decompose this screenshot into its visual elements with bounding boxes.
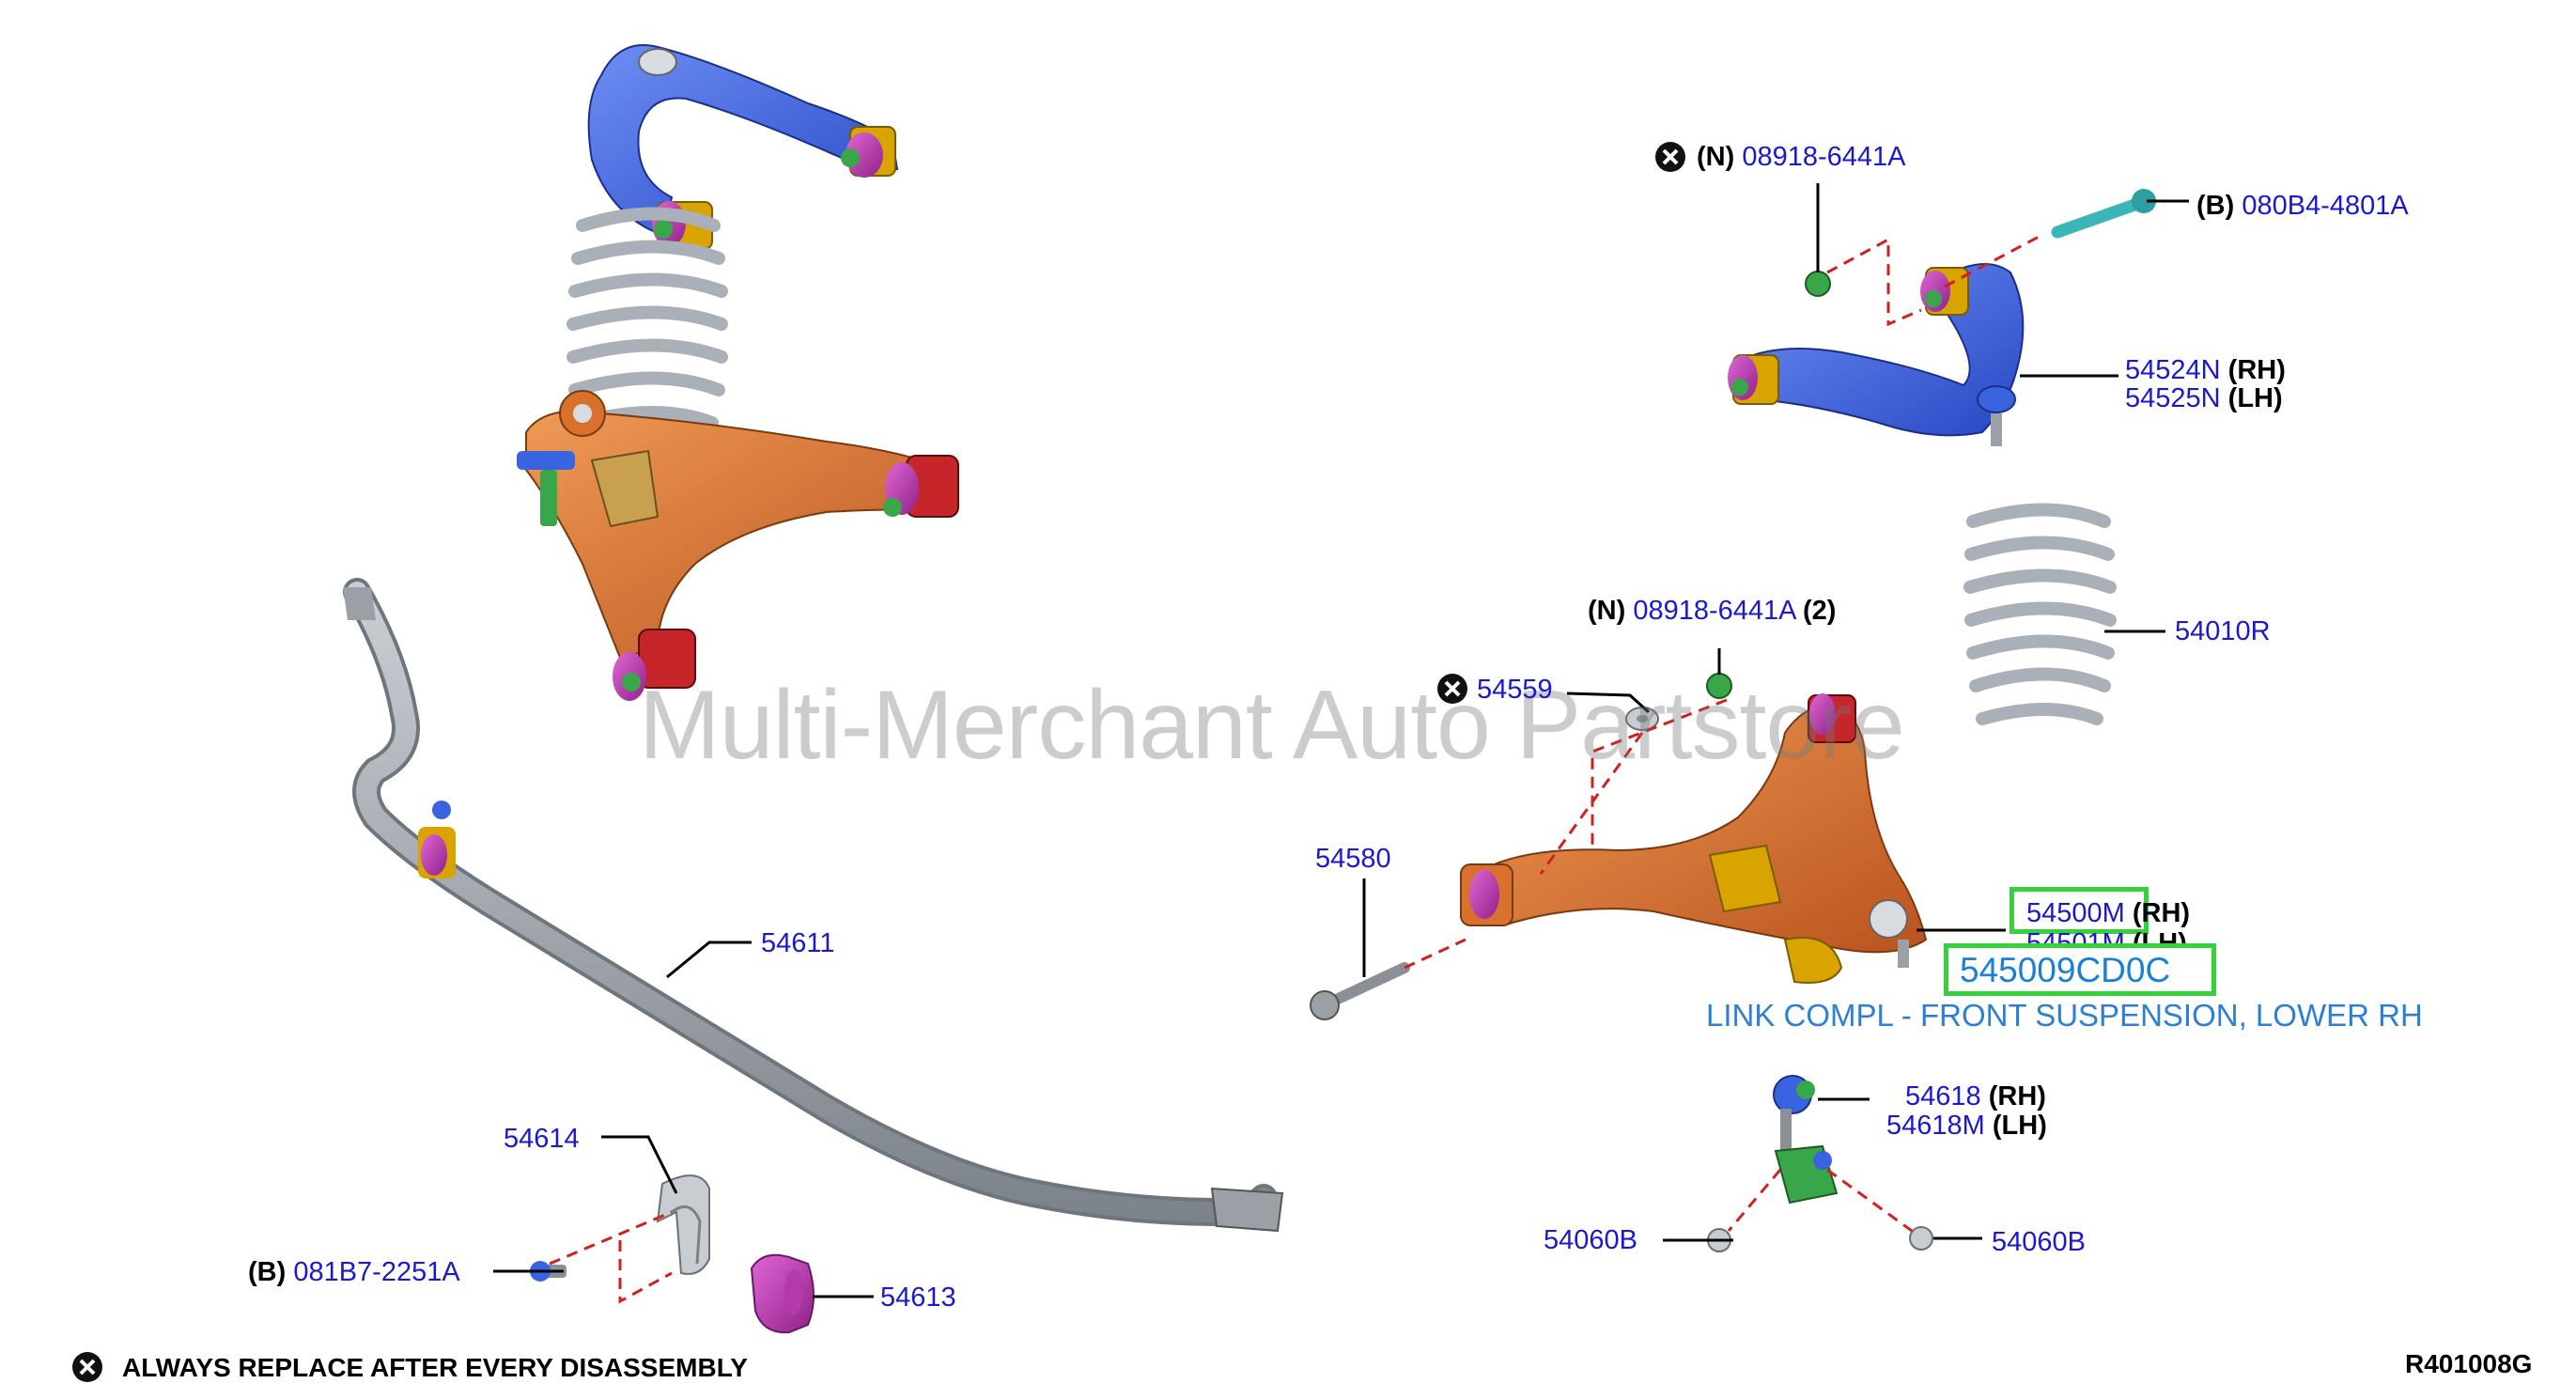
- stab-link-rh-side: (RH): [1988, 1081, 2046, 1111]
- lower-arm-rh-label[interactable]: 54500M (RH): [2026, 900, 2190, 927]
- stab-link-lh-label[interactable]: 54618M (LH): [1886, 1112, 2047, 1140]
- lower-nut-part-number[interactable]: 08918-6441A: [1633, 596, 1795, 626]
- upper-nut-code: (N): [1697, 142, 1735, 172]
- leader-lines: [493, 183, 2189, 1298]
- stabilizer-bar-part-number[interactable]: 54611: [761, 928, 835, 958]
- lower-control-arm-drawing: [1460, 693, 1928, 984]
- coil-spring-drawing: [1963, 503, 2117, 725]
- washer-part-number[interactable]: 54559: [1477, 675, 1553, 705]
- stab-nut-left-label[interactable]: 54060B: [1544, 1227, 1637, 1254]
- highlight-box-54500m: [2010, 887, 2149, 934]
- stab-nut-left-part-number[interactable]: 54060B: [1544, 1225, 1637, 1255]
- stab-link-rh-part-number[interactable]: 54618: [1905, 1081, 1981, 1111]
- stab-link-lh-side: (LH): [1992, 1111, 2047, 1141]
- clamp-bolt-label[interactable]: (B) 081B7-2251A: [248, 1259, 460, 1286]
- upper-arm-rh-part-number[interactable]: 54524N: [2125, 355, 2221, 385]
- upper-control-arm-drawing: [1728, 263, 2025, 446]
- clamp-label[interactable]: 54614: [504, 1126, 580, 1153]
- lower-nut-code: (N): [1588, 596, 1626, 626]
- replace-always-icon: [1655, 142, 1685, 172]
- upper-arm-lh-side: (LH): [2227, 383, 2283, 413]
- upper-nut-part-number[interactable]: 08918-6441A: [1742, 142, 1906, 172]
- clamp-bolt-part-number[interactable]: 081B7-2251A: [293, 1257, 460, 1287]
- stab-link-nut-right-drawing: [1909, 1226, 1933, 1251]
- watermark: Multi-Merchant Auto Partstore: [639, 671, 1905, 780]
- upper-bolt-drawing: [2051, 189, 2156, 239]
- upper-arm-rh-label[interactable]: 54524N (RH): [2125, 357, 2286, 384]
- spring-part-number[interactable]: 54010R: [2175, 616, 2271, 646]
- lower-bolt-label[interactable]: 54580: [1315, 846, 1391, 873]
- lower-nut-quantity: (2): [1802, 596, 1837, 626]
- clamp-part-number[interactable]: 54614: [504, 1124, 580, 1154]
- bushing-part-number[interactable]: 54613: [880, 1282, 956, 1313]
- oem-number[interactable]: 545009CD0C: [1960, 951, 2171, 989]
- stab-nut-right-label[interactable]: 54060B: [1992, 1229, 2086, 1256]
- bushing-drawing: [750, 1253, 815, 1334]
- lower-arm-rh-side: (RH): [2132, 898, 2191, 928]
- oem-number-box: [1944, 943, 2216, 996]
- lower-bolt-drawing: [1310, 962, 1410, 1020]
- spring-label[interactable]: 54010R: [2175, 618, 2271, 645]
- washer-label[interactable]: 54559: [1477, 676, 1553, 704]
- upper-bolt-part-number[interactable]: 080B4-4801A: [2242, 191, 2409, 221]
- washer-replace-icon: [1437, 674, 1467, 704]
- upper-arm-rh-side: (RH): [2227, 355, 2286, 385]
- upper-bolt-code: (B): [2196, 191, 2235, 221]
- lower-arm-rh-part-number[interactable]: 54500M: [2026, 898, 2125, 928]
- clamp-bolt-code: (B): [248, 1257, 287, 1287]
- oem-description: LINK COMPL - FRONT SUSPENSION, LOWER RH: [1706, 998, 2423, 1033]
- upper-arm-lh-label[interactable]: 54525N (LH): [2125, 385, 2283, 412]
- upper-nut-drawing: [1805, 271, 1831, 297]
- clamp-drawing: [656, 1174, 710, 1275]
- upper-bolt-label[interactable]: (B) 080B4-4801A: [2196, 193, 2409, 220]
- footer-note: ALWAYS REPLACE AFTER EVERY DISASSEMBLY: [122, 1353, 748, 1382]
- assembly-dashed-lines: [549, 235, 2040, 1304]
- figure-code: R401008G: [2405, 1349, 2533, 1378]
- lower-bolt-part-number[interactable]: 54580: [1315, 844, 1391, 874]
- stabilizer-bar-drawing: [343, 578, 1284, 1233]
- stabilizer-link-drawing: [1773, 1075, 1839, 1205]
- bushing-label[interactable]: 54613: [880, 1284, 956, 1312]
- upper-nut-label[interactable]: (N) 08918-6441A: [1697, 144, 1905, 171]
- stab-link-lh-part-number[interactable]: 54618M: [1886, 1111, 1985, 1141]
- lower-nut-label[interactable]: (N) 08918-6441A (2): [1588, 598, 1836, 625]
- stab-nut-right-part-number[interactable]: 54060B: [1992, 1227, 2086, 1257]
- stabilizer-bar-label[interactable]: 54611: [761, 930, 835, 957]
- upper-arm-lh-part-number[interactable]: 54525N: [2125, 383, 2221, 413]
- assembled-lower-control-arm: [517, 390, 959, 701]
- footer-replace-icon: [72, 1352, 102, 1382]
- stab-link-rh-label[interactable]: 54618 (RH): [1905, 1083, 2046, 1111]
